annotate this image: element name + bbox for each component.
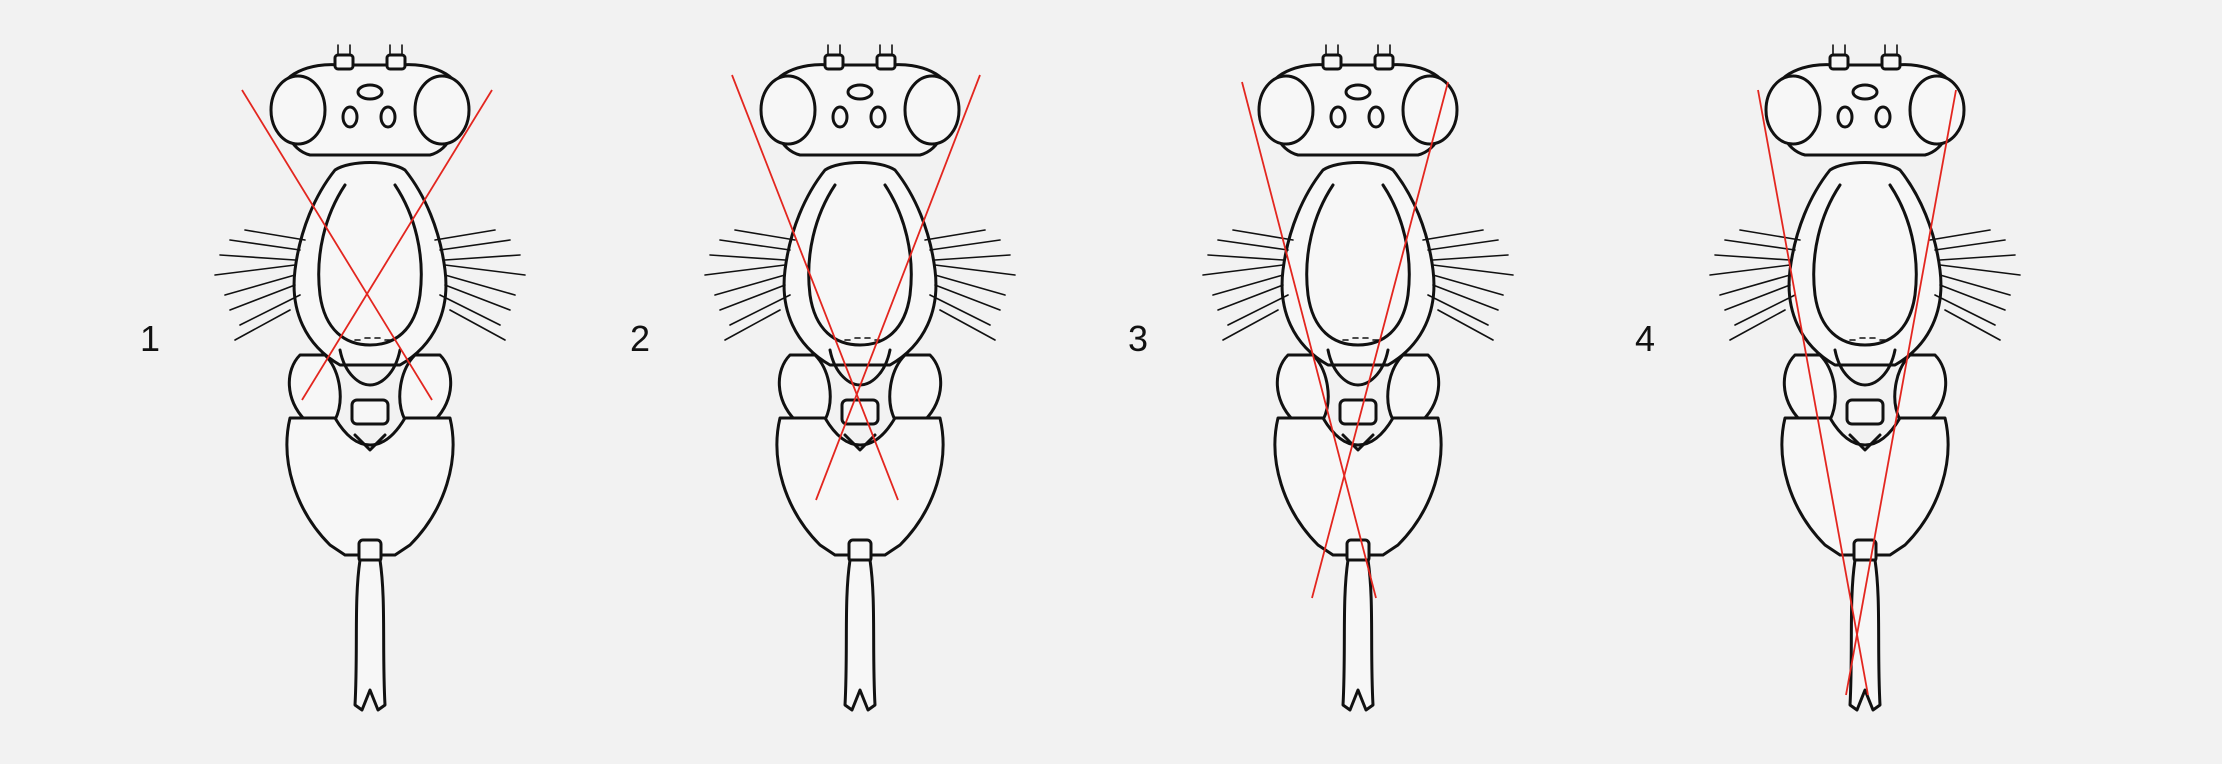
propodeum — [775, 416, 945, 557]
compound-eye-left — [1764, 74, 1822, 146]
antennal-socket-right — [1373, 53, 1395, 71]
propodeum — [1273, 416, 1443, 557]
wing-base-right — [434, 229, 526, 341]
propodeal-spiracle-area — [840, 398, 880, 426]
compound-eye-right — [903, 74, 961, 146]
panel-label: 1 — [139, 318, 161, 359]
panel-label: 2 — [629, 318, 651, 359]
mesoscutum — [1812, 183, 1918, 347]
panel-4: 4 — [1625, 0, 2125, 764]
guide-line-right — [1311, 81, 1449, 599]
ocellus-left — [1329, 105, 1347, 129]
insect-head-mesosoma-illustration — [1202, 44, 1514, 712]
ocellus-left — [831, 105, 849, 129]
compound-eye-left — [269, 74, 327, 146]
pronotum — [1280, 161, 1436, 367]
petiole — [1341, 558, 1375, 712]
antennal-socket-left — [823, 53, 845, 71]
wing-base-left — [1709, 229, 1801, 341]
antennal-socket-left — [1321, 53, 1343, 71]
petiole — [353, 558, 387, 712]
ocellus-right — [1874, 105, 1892, 129]
guide-line-left — [241, 89, 433, 401]
wing-base-left — [214, 229, 306, 341]
insect-head-mesosoma-illustration — [1709, 44, 2021, 712]
compound-eye-left — [759, 74, 817, 146]
ocellus-right — [869, 105, 887, 129]
antennal-socket-right — [875, 53, 897, 71]
wing-base-left — [1202, 229, 1294, 341]
panel-2: 2 — [620, 0, 1120, 764]
guide-line-left — [731, 74, 899, 501]
compound-eye-right — [413, 74, 471, 146]
antennal-socket-right — [385, 53, 407, 71]
pronotum — [782, 161, 938, 367]
wing-base-right — [924, 229, 1016, 341]
wing-base-right — [1422, 229, 1514, 341]
compound-eye-left — [1257, 74, 1315, 146]
ocellus-left — [1836, 105, 1854, 129]
mesoscutum — [1305, 183, 1411, 347]
ocellus-left — [341, 105, 359, 129]
compound-eye-right — [1401, 74, 1459, 146]
ocellus-center — [356, 83, 384, 101]
scutellum — [1833, 348, 1897, 387]
ocellus-center — [1851, 83, 1879, 101]
ocellus-center — [846, 83, 874, 101]
coxa-left — [1782, 353, 1837, 422]
guide-line-right — [1845, 89, 1957, 696]
scutellum — [338, 348, 402, 387]
ocellus-center — [1344, 83, 1372, 101]
petiole — [1848, 558, 1882, 712]
propodeal-spiracle-area — [1845, 398, 1885, 426]
panel-label: 3 — [1127, 318, 1149, 359]
insect-head-mesosoma-illustration — [214, 44, 526, 712]
pronotum — [1787, 161, 1943, 367]
insect-head-mesosoma-illustration — [704, 44, 1016, 712]
wing-base-right — [1929, 229, 2021, 341]
coxa-right — [1386, 353, 1441, 422]
pronotum — [292, 161, 448, 367]
panel-3: 3 — [1118, 0, 1618, 764]
antennal-socket-left — [333, 53, 355, 71]
guide-line-left — [1757, 89, 1869, 696]
petiole — [843, 558, 877, 712]
panel-1: 1 — [130, 0, 630, 764]
guide-line-right — [815, 74, 981, 501]
mesoscutum — [317, 183, 423, 347]
coxa-right — [888, 353, 943, 422]
ocellus-right — [1367, 105, 1385, 129]
propodeum — [285, 416, 455, 557]
propodeal-spiracle-area — [350, 398, 390, 426]
coxa-left — [777, 353, 832, 422]
coxa-left — [287, 353, 342, 422]
propodeum — [1780, 416, 1950, 557]
wing-base-left — [704, 229, 796, 341]
antennal-socket-left — [1828, 53, 1850, 71]
panel-label: 4 — [1634, 318, 1656, 359]
ocellus-right — [379, 105, 397, 129]
antennal-socket-right — [1880, 53, 1902, 71]
guide-line-right — [301, 89, 493, 401]
compound-eye-right — [1908, 74, 1966, 146]
guide-line-left — [1241, 81, 1377, 599]
scutellum — [1326, 348, 1390, 387]
